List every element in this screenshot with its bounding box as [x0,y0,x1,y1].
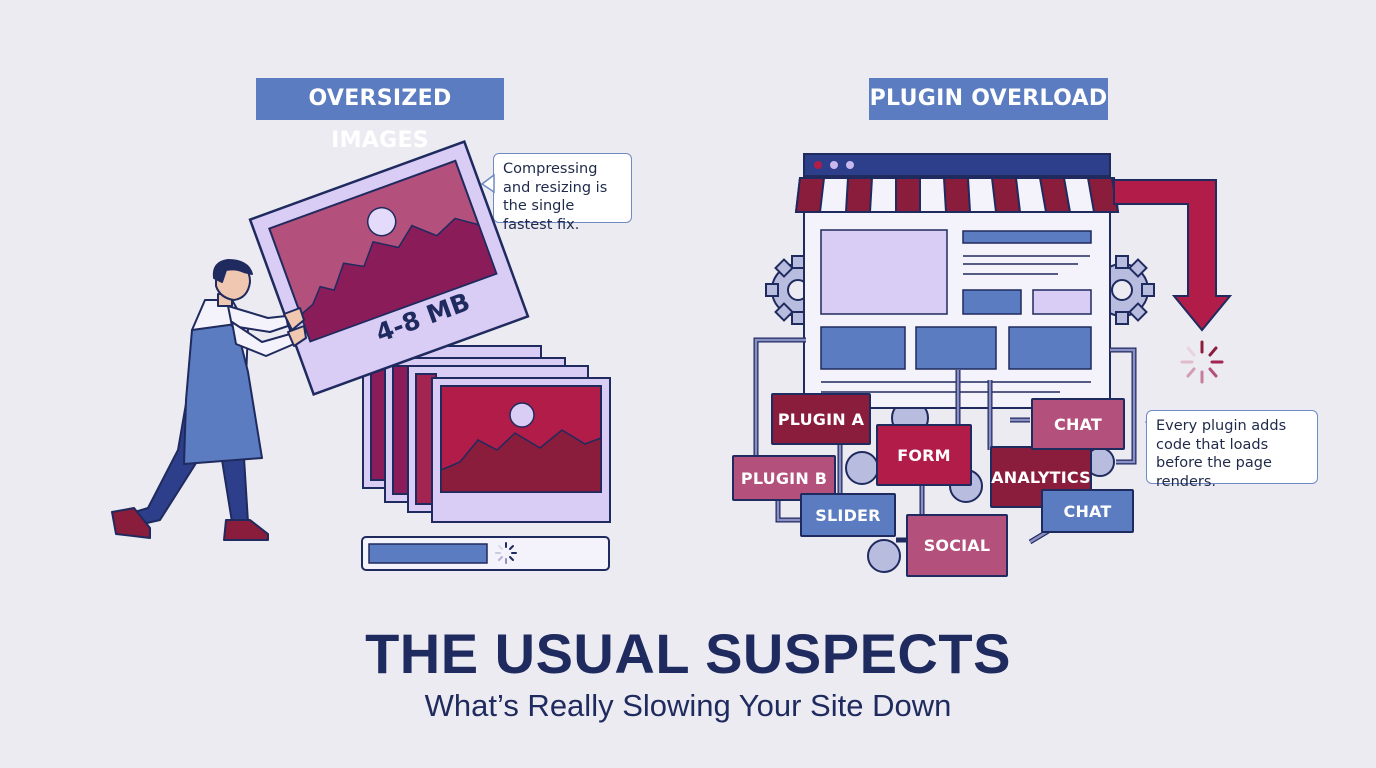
chat-plugin-block: CHAT [1031,398,1125,450]
window-control-icon [814,161,822,169]
main-title: THE USUAL SUSPECTS [365,622,1011,685]
window-control-icon [846,161,854,169]
person-pushing-illustration [111,259,307,541]
redirect-arrow-icon [1113,179,1233,332]
plugin-overload-label: PLUGIN OVERLOAD [869,78,1108,120]
loading-spinner-icon [495,542,517,564]
form-plugin-block: FORM [876,424,972,486]
shop-awning-icon [794,177,1120,213]
loading-spinner-icon [1180,340,1224,384]
chat-plugin-block-secondary: CHAT [1041,489,1134,533]
window-control-icon [830,161,838,169]
social-plugin-block: SOCIAL [906,514,1008,577]
subtitle: What’s Really Slowing Your Site Down [424,688,952,723]
plugin-callout: Every plugin adds code that loads before… [1146,410,1318,490]
upload-progress-bar [361,536,610,571]
sun-icon [509,402,535,428]
oversized-images-label: OVERSIZED IMAGES [256,78,504,153]
page-content-blocks [820,229,1092,393]
plugin-a-block: PLUGIN A [771,393,871,445]
slider-plugin-block: SLIDER [800,493,896,537]
compress-callout: Compressing and resizing is the single f… [493,153,632,233]
oversized-photo [248,140,530,396]
